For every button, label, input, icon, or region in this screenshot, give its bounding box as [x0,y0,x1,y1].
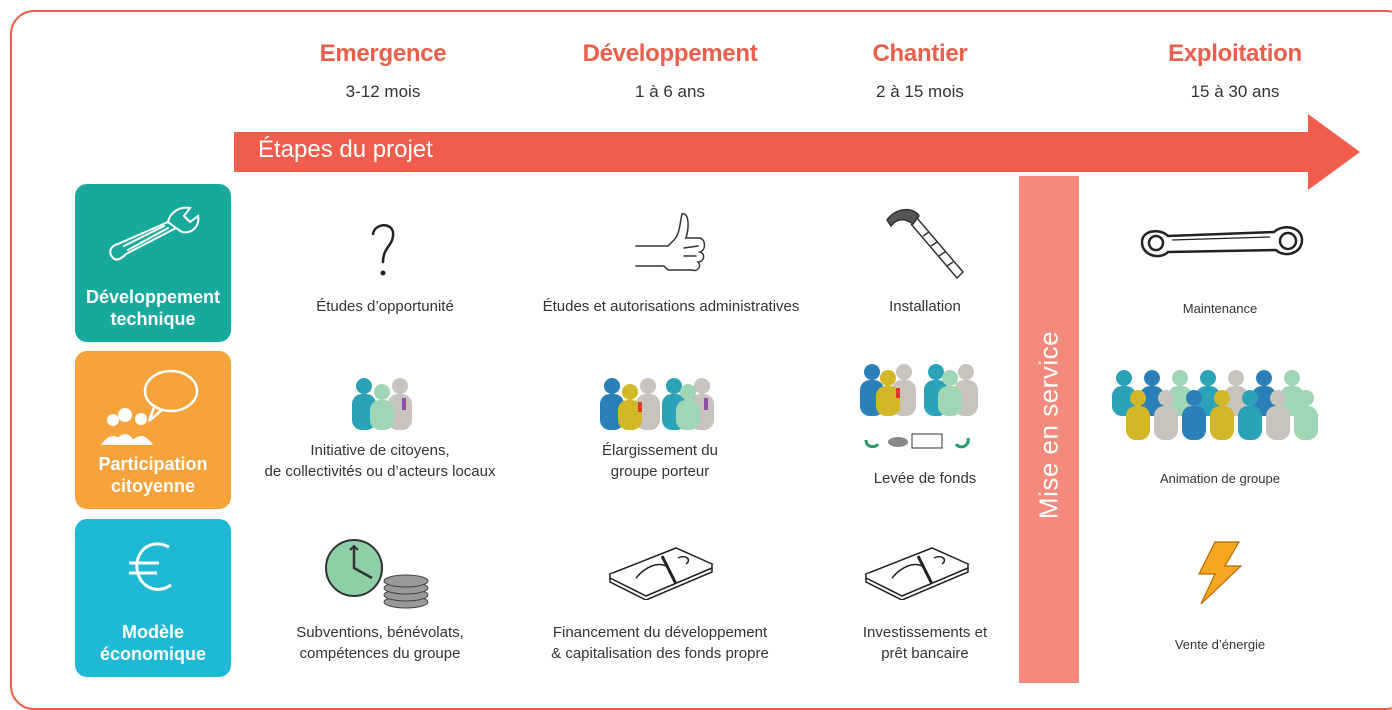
phase-developpement: Développement 1 à 6 ans [550,40,790,102]
phase-emergence: Emergence 3-12 mois [263,40,503,102]
phase-name: Développement [582,40,758,67]
cell-text: Investissements et [862,624,988,641]
cell-text: Études d’opportunité [316,298,454,315]
cell-elargissement: Élargissement du groupe porteur [560,440,760,482]
category-economique: Modèle économique [75,519,231,677]
cell-etudes-opportunite: Études d’opportunité [270,296,500,317]
phase-chantier: Chantier 2 à 15 mois [800,40,1040,102]
thumbs-up-icon [635,213,706,272]
category-label: technique [110,309,196,329]
cell-text: Initiative de citoyens, [310,442,450,459]
cell-investissements: Investissements et prêt bancaire [820,622,1030,664]
category-label: économique [99,644,206,664]
commissioning-bar [1019,176,1079,683]
cell-maintenance: Maintenance [1120,298,1320,319]
phase-duration: 15 à 30 ans [1190,82,1280,101]
speech-people-icon [101,369,199,445]
lightning-icon [1198,541,1243,605]
cell-text: prêt bancaire [881,645,969,662]
banknotes-icon [608,547,714,600]
banknotes-icon [864,547,970,600]
phase-duration: 1 à 6 ans [635,82,705,101]
wrench-icon [109,206,200,261]
cell-text: Élargissement du [602,442,718,459]
timeline-label: Étapes du projet [258,136,433,163]
cell-vente-energie: Vente d’énergie [1120,634,1320,655]
phase-name: Exploitation [1168,40,1302,67]
cell-etudes-autorisations: Études et autorisations administratives [526,296,816,317]
phase-duration: 3-12 mois [345,82,421,101]
cell-text: Installation [889,298,961,315]
question-mark-icon [371,224,395,276]
spanner-icon [1140,226,1304,258]
category-label: Développement [85,287,221,307]
cell-text: groupe porteur [610,463,710,480]
timeline-arrow [234,114,1360,190]
hammer-icon [886,208,965,280]
cell-financement: Financement du développement & capitalis… [520,622,800,664]
cell-text: de collectivités ou d’acteurs locaux [264,463,496,480]
category-label: Modèle [121,622,184,642]
large-group-icon [1112,370,1318,440]
medium-group-icon [600,378,714,430]
cell-text: Subventions, bénévolats, [296,624,464,641]
cell-text: & capitalisation des fonds propre [551,645,769,662]
phase-name: Chantier [872,40,968,67]
small-group-icon [352,378,412,430]
category-label: Participation [98,454,208,474]
category-label: citoyenne [110,476,196,496]
cell-text: Vente d’énergie [1174,637,1266,652]
cell-text: Financement du développement [552,624,768,641]
category-technique: Développement technique [75,184,231,342]
cell-text: Maintenance [1182,301,1258,316]
cell-subventions: Subventions, bénévolats, compétences du … [260,622,500,664]
commissioning-label: Mise en service [1033,330,1064,520]
cell-text: Levée de fonds [873,470,977,487]
category-citoyenne: Participation citoyenne [75,351,231,509]
phase-name: Emergence [319,40,447,67]
cell-text: Animation de groupe [1160,471,1280,486]
cell-text: compétences du groupe [299,645,461,662]
phase-exploitation: Exploitation 15 à 30 ans [1115,40,1355,102]
euro-icon [129,542,172,591]
cell-animation-groupe: Animation de groupe [1120,468,1320,489]
cell-text: Études et autorisations administratives [542,298,800,315]
cell-initiative: Initiative de citoyens, de collectivités… [250,440,510,482]
cell-installation: Installation [830,296,1020,317]
fundraising-icon [860,364,978,449]
phase-duration: 2 à 15 mois [876,82,964,101]
clock-coins-icon [325,539,429,609]
cell-levee-fonds: Levée de fonds [830,468,1020,489]
